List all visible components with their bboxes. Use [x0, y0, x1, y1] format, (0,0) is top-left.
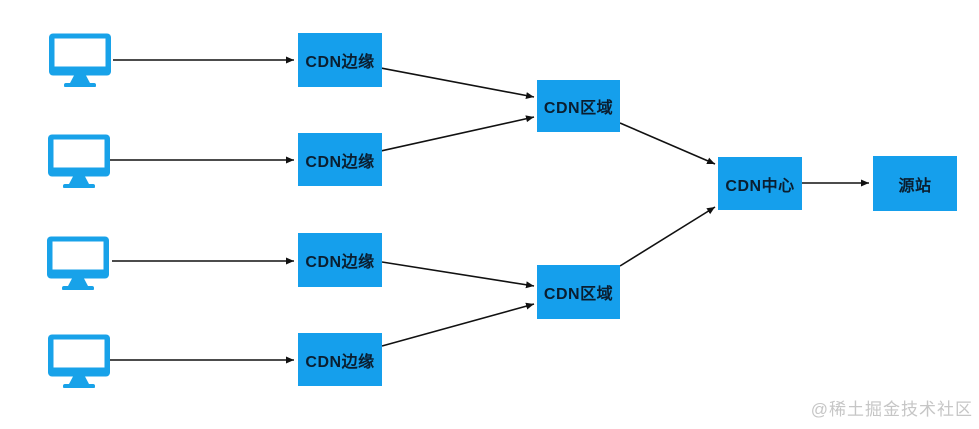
arrow-region1-center [619, 122, 716, 165]
arrow-edge3-region2 [381, 261, 535, 289]
node-cdn-region-2: CDN区域 [537, 265, 620, 319]
client-computer-icon [47, 334, 111, 388]
client-computer-icon [48, 33, 112, 87]
node-cdn-edge-4: CDN边缘 [298, 333, 382, 386]
node-cdn-edge-3: CDN边缘 [298, 233, 382, 287]
node-cdn-edge-2: CDN边缘 [298, 133, 382, 186]
arrow-edge1-region1 [380, 67, 535, 99]
node-cdn-edge-1: CDN边缘 [298, 33, 382, 87]
client-computer-icon [46, 236, 110, 290]
watermark: @稀土掘金技术社区 [810, 400, 973, 419]
arrow-edge4-region2 [381, 302, 535, 347]
node-cdn-center: CDN中心 [718, 157, 802, 210]
arrow-edge2-region1 [380, 115, 535, 152]
arrow-region2-center [619, 206, 716, 267]
node-cdn-region-1: CDN区域 [537, 80, 620, 132]
client-computer-icon [47, 134, 111, 188]
node-origin-site: 源站 [873, 156, 957, 211]
